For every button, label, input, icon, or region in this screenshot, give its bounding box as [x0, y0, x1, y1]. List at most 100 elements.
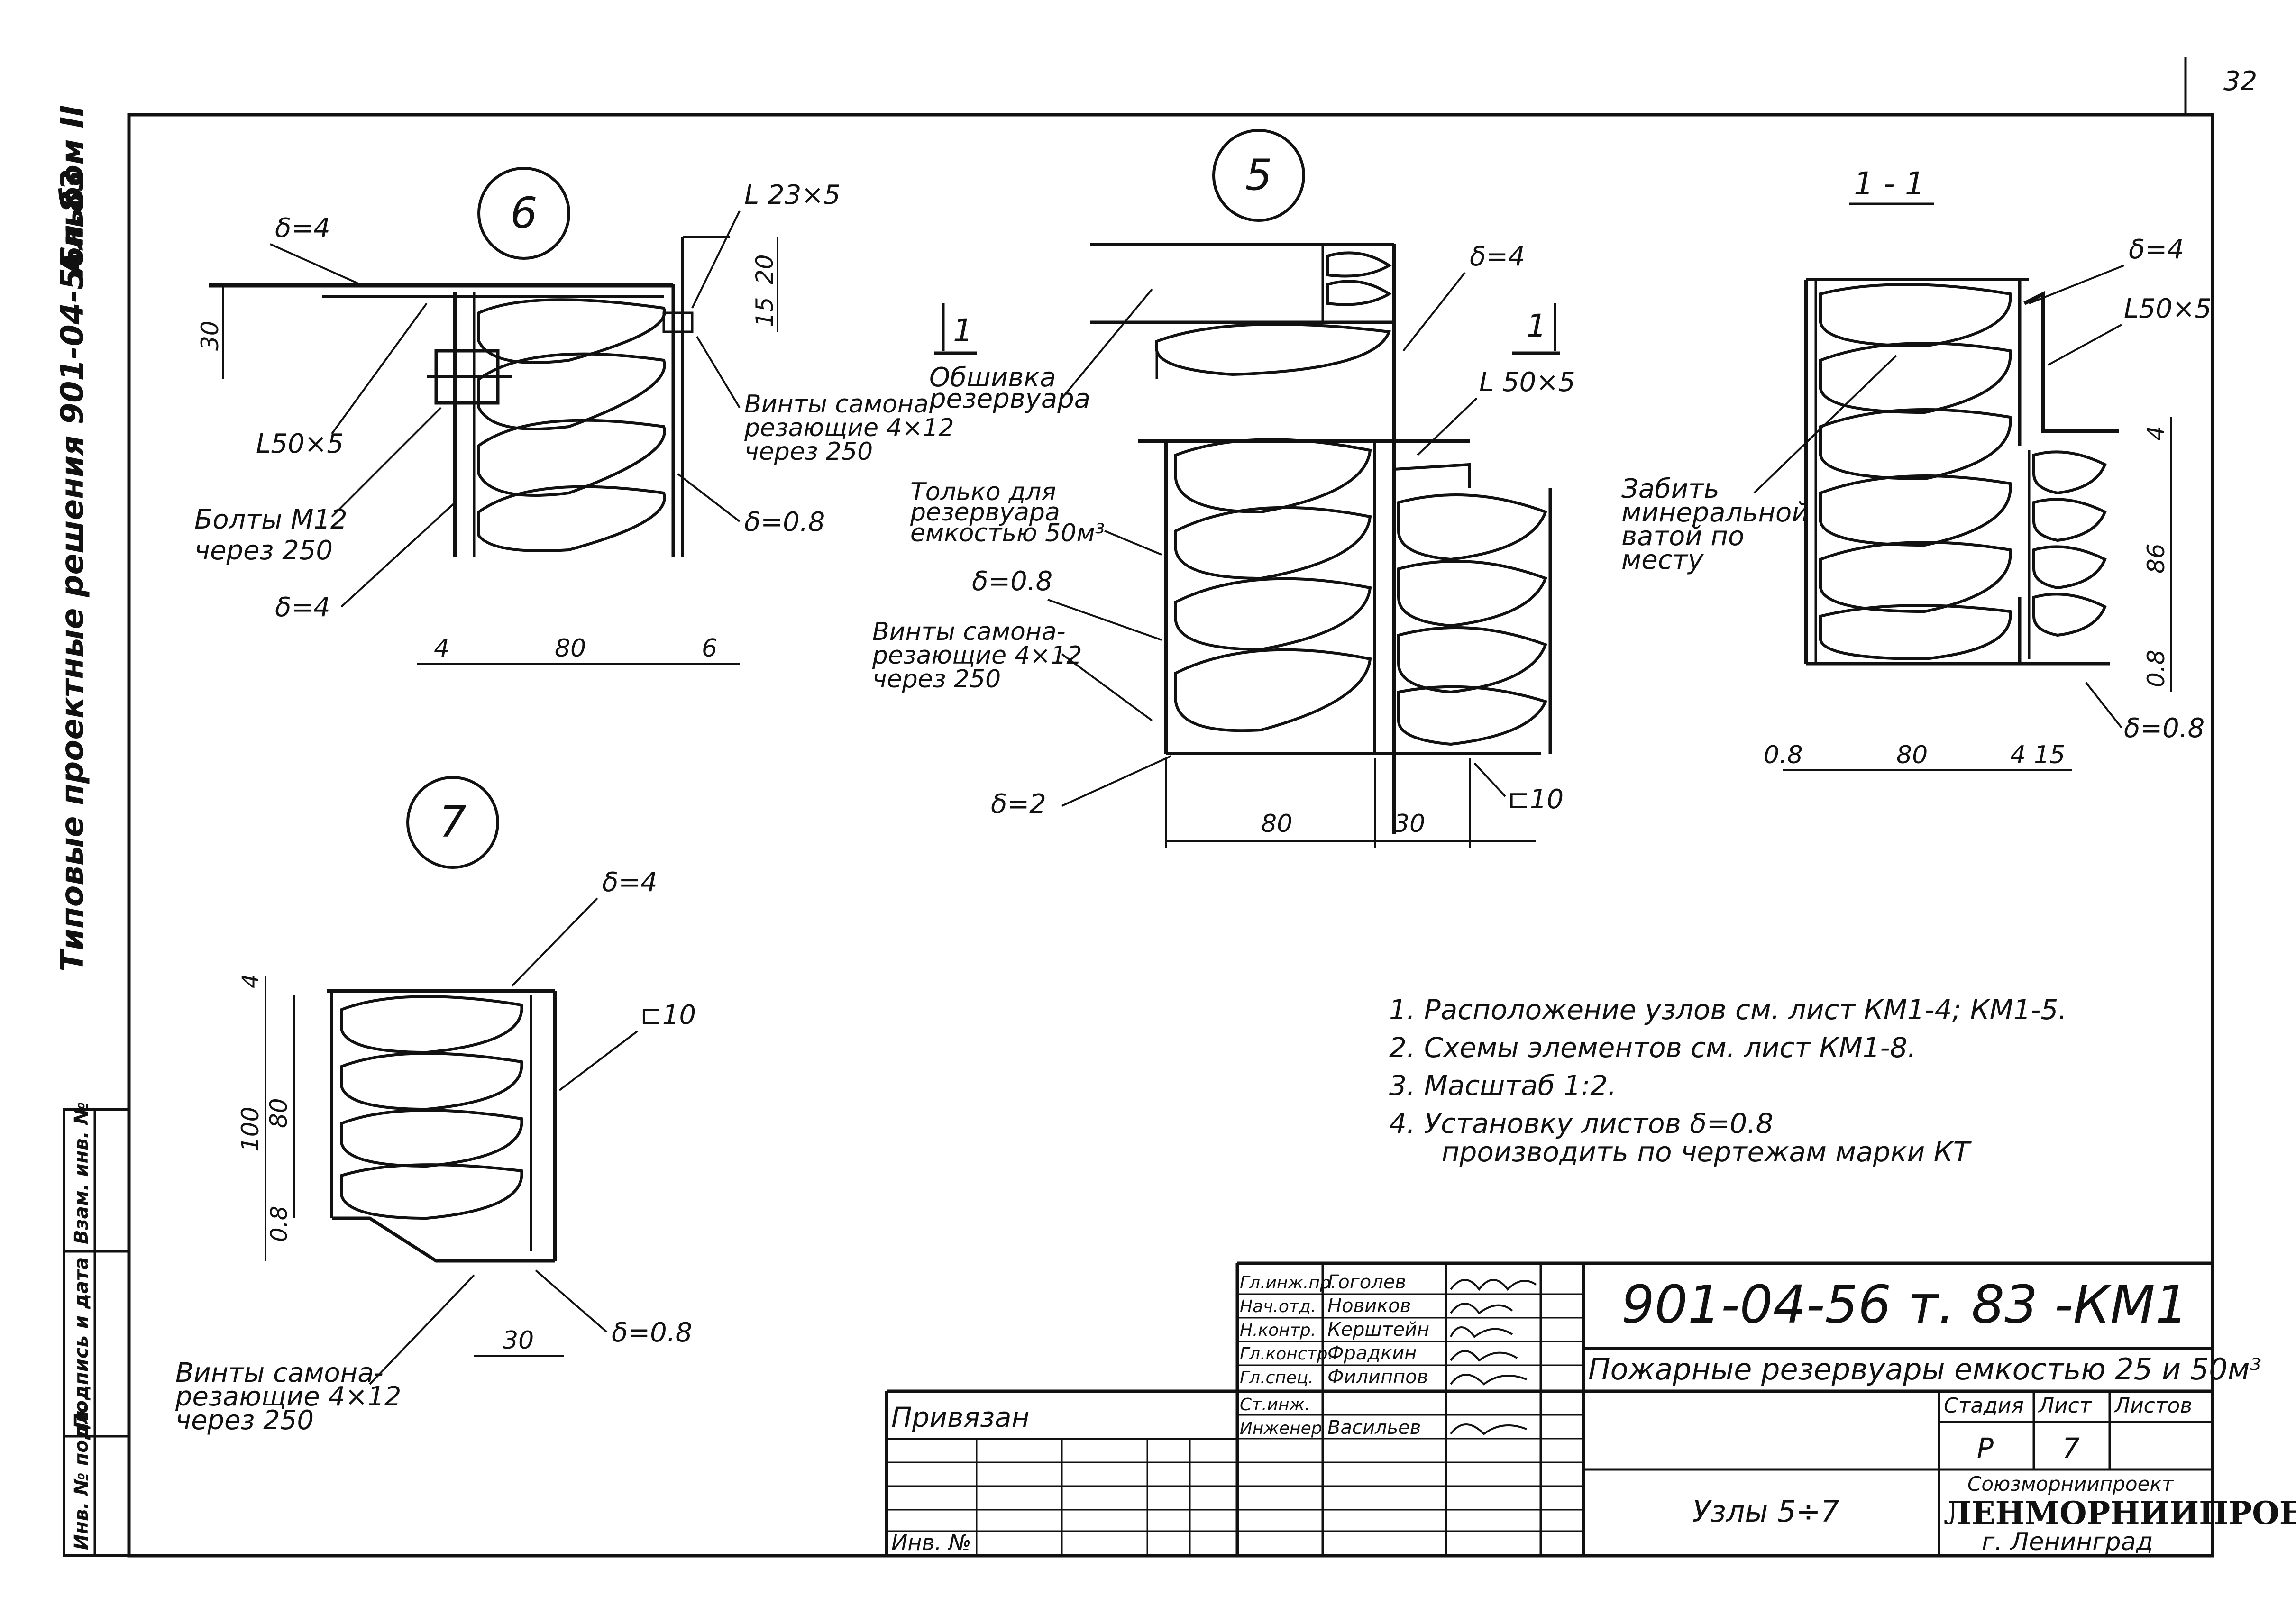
node-6-marker: [477, 167, 570, 260]
node-6-d4-bottom: δ=4: [275, 592, 330, 623]
section-1-1-insulation: [1819, 283, 2107, 661]
role-0: Гл.инж.пр.: [1240, 1273, 1336, 1293]
node-6-insulation: [477, 298, 666, 552]
node-6-dim-80: 80: [555, 634, 586, 663]
section-1-1-d4: δ=4: [2129, 234, 2184, 265]
node-5-d2: δ=2: [991, 789, 1046, 820]
node-6-dim-6: 6: [702, 634, 717, 663]
node-5-section-right: 1: [1527, 308, 1546, 344]
note-5: производить по чертежам марки КТ: [1389, 1136, 1972, 1168]
node-5-lining-2: резервуара: [929, 383, 1090, 414]
node-6: 6 δ=4 L 23×5 20 15: [194, 167, 954, 665]
node-5-lining-1: Обшивка: [929, 362, 1056, 393]
node-5-screws-2: резающие 4×12: [872, 641, 1082, 670]
node-5-angle: L 50×5: [1479, 367, 1575, 398]
name-3: Фрадкин: [1327, 1342, 1417, 1364]
section-1-1-angle: L50×5: [2124, 293, 2212, 324]
album-title: Альбом II: [54, 105, 91, 277]
org-name: ЛЕНМОРНИИПРОЕКТ: [1944, 1495, 2296, 1532]
role-4: Гл.спец.: [1240, 1368, 1314, 1387]
left-stamp-strip: Инв. № подл. Подпись и дата Взам. инв. №: [63, 1102, 130, 1557]
node-5-section-left: 1: [953, 312, 973, 349]
project-title: Пожарные резервуары емкостью 25 и 50м³: [1588, 1352, 2261, 1387]
series-title: Типовые проектные решения 901-04-56н.83: [54, 169, 91, 972]
inv-label: Инв. №: [891, 1530, 971, 1555]
node-6-dim-20: 20: [751, 254, 778, 284]
node-7-marker: [406, 776, 499, 869]
node-7-screws-2: резающие 4×12: [175, 1381, 401, 1412]
node-7-d4: δ=4: [602, 867, 658, 898]
stage-value: Р: [1977, 1432, 1994, 1464]
node-6-screws-2: резающие 4×12: [744, 414, 954, 442]
node-6-bolts-2: через 250: [194, 535, 333, 566]
node-5-screws-1: Винты самона-: [872, 618, 1065, 646]
node-7-screws-1: Винты самона-: [175, 1358, 384, 1388]
section-1-1: 1 - 1 δ=4 L50×5 Забить минеральн: [1621, 165, 2212, 771]
node-5-d4: δ=4: [1470, 241, 1525, 272]
name-1: Новиков: [1327, 1295, 1411, 1317]
note-4: 4. Установку листов δ=0.8: [1389, 1107, 1774, 1140]
node-6-dim-4: 4: [434, 634, 449, 663]
note-2: 2. Схемы элементов см. лист КМ1-8.: [1389, 1031, 1916, 1064]
section-1-1-fill-4: месту: [1621, 545, 1704, 575]
node-6-angle: L50×5: [256, 429, 344, 459]
section-1-1-dim-86: 86: [2142, 543, 2170, 574]
org-small: Союзморниипроект: [1967, 1472, 2174, 1496]
node-7-dim-4: 4: [238, 974, 264, 988]
section-1-1-dim-15: 15: [2034, 741, 2065, 769]
privyazan-label: Привязан: [891, 1401, 1030, 1433]
node-5-insulation: [1174, 438, 1548, 746]
node-5-only-for-1: Только для: [910, 478, 1056, 506]
page-number: 32: [2223, 66, 2257, 97]
sheets-label: Листов: [2113, 1394, 2192, 1418]
node-5-only-for-3: емкостью 50м³: [910, 519, 1105, 547]
city: г. Ленинград: [1982, 1528, 2153, 1556]
section-1-1-dim-4b: 4: [2010, 741, 2026, 769]
section-1-1-dim-08-bottom: 0.8: [1764, 741, 1803, 769]
node-5: 5 1 1: [872, 129, 1575, 848]
node-7-channel: ⊏10: [640, 1000, 696, 1031]
node-7: 7 δ=4 ⊏10 4 100 80 0.8 δ=0.8 30 Винты са…: [175, 776, 696, 1436]
section-1-1-title: 1 - 1: [1854, 165, 1925, 202]
node-6-d4-top: δ=4: [275, 213, 330, 244]
node-5-screws-3: через 250: [872, 665, 1001, 693]
node-6-angle-small: L 23×5: [744, 180, 841, 210]
node-6-screws-1: Винты самона: [744, 390, 929, 419]
node-7-dim-100: 100: [237, 1107, 264, 1152]
node-5-dim-30: 30: [1394, 810, 1425, 838]
node-5-marker: [1212, 129, 1305, 222]
title-block: Гл.инж.пр. Нач.отд. Н.контр. Гл.констр. …: [885, 1261, 2296, 1556]
section-1-1-dim-08: 0.8: [2142, 649, 2170, 687]
node-7-screws-3: через 250: [175, 1405, 314, 1436]
node-7-dim-08: 0.8: [266, 1206, 293, 1242]
section-1-1-fill-1: Забить: [1621, 474, 1720, 504]
signatures: [1450, 1279, 1537, 1435]
role-2: Н.контр.: [1240, 1321, 1316, 1340]
section-1-1-dim-80: 80: [1896, 741, 1928, 769]
name-6: Васильев: [1327, 1417, 1421, 1439]
node-5-number: 5: [1245, 150, 1272, 200]
node-5-channel: ⊏10: [1508, 784, 1564, 815]
node-5-dim-80: 80: [1261, 810, 1292, 838]
section-1-1-dim-4: 4: [2142, 426, 2170, 441]
node-6-screws-3: через 250: [744, 438, 873, 466]
sheet-frame: 32: [127, 57, 2257, 1558]
section-1-1-d08: δ=0.8: [2124, 713, 2205, 744]
vzam-label: Взам. инв. №: [71, 1102, 92, 1244]
note-1: 1. Расположение узлов см. лист КМ1-4; КМ…: [1389, 994, 2067, 1026]
node-6-number: 6: [510, 188, 537, 238]
node-5-d08: δ=0.8: [972, 566, 1052, 597]
node-6-bolts-1: Болты М12: [194, 504, 348, 535]
section-1-1-fill-3: ватой по: [1621, 521, 1744, 552]
role-3: Гл.констр.: [1240, 1344, 1333, 1364]
node-5-only-for-2: резервуара: [910, 498, 1060, 527]
node-7-dim-80: 80: [265, 1098, 293, 1128]
name-4: Филиппов: [1327, 1366, 1428, 1388]
node-7-d08: δ=0.8: [612, 1317, 692, 1348]
inv-podl-label: Инв. № подл.: [71, 1403, 92, 1550]
note-3: 3. Масштаб 1:2.: [1389, 1069, 1617, 1102]
section-1-1-fill-2: минеральной: [1621, 497, 1809, 528]
sheet-label: Лист: [2038, 1394, 2092, 1418]
stage-label: Стадия: [1944, 1394, 2024, 1418]
